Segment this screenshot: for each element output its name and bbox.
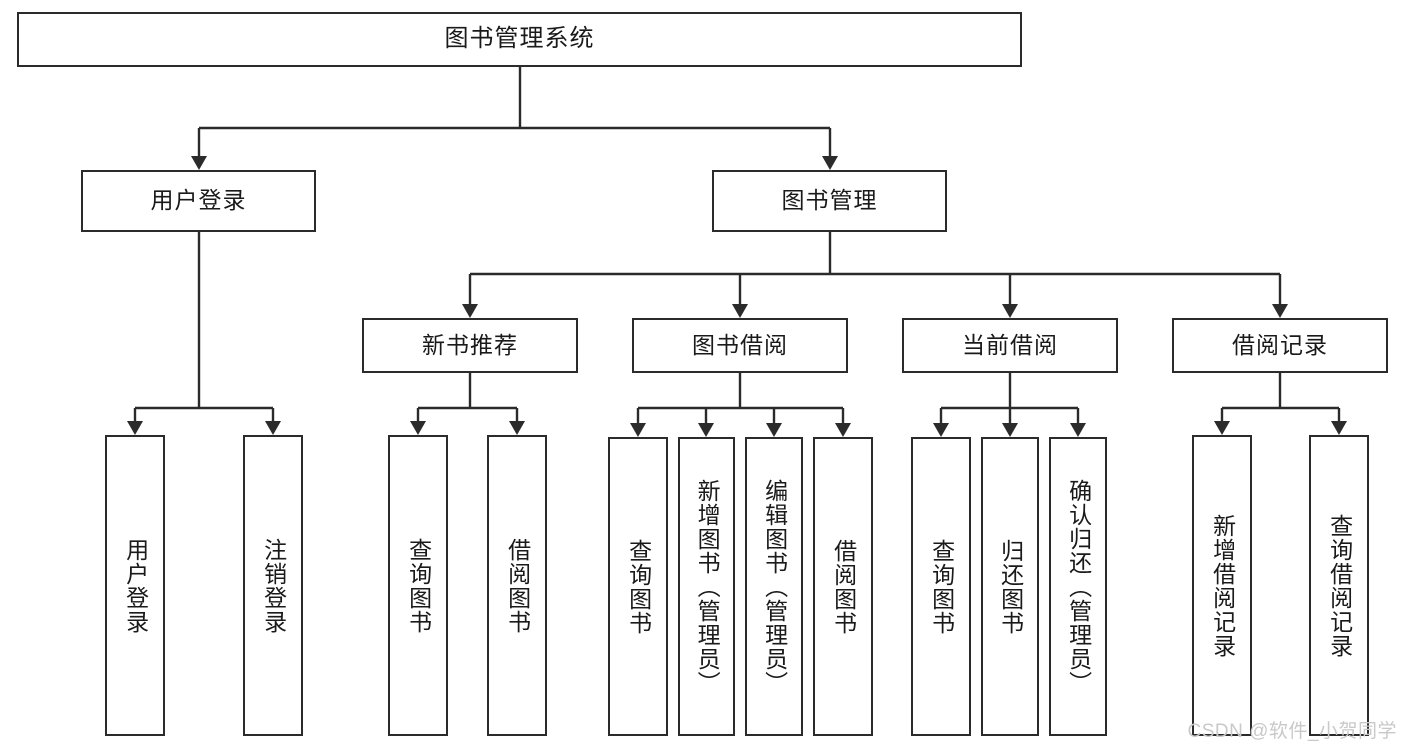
node-leaf-current-query-label: 查询图书 bbox=[928, 538, 955, 635]
node-new-book-recommend-label: 新书推荐 bbox=[422, 331, 518, 358]
node-leaf-current-return-label: 归还图书 bbox=[997, 538, 1024, 635]
node-user-login-label: 用户登录 bbox=[150, 187, 247, 214]
node-leaf-borrow-query-label: 查询图书 bbox=[625, 538, 652, 635]
node-leaf-borrow-add[interactable]: 新增图书（管理员） bbox=[678, 437, 735, 736]
node-root-label: 图书管理系统 bbox=[444, 25, 595, 53]
node-leaf-borrow-book-label: 借阅图书 bbox=[830, 538, 857, 635]
node-leaf-user-login[interactable]: 用户登录 bbox=[105, 435, 165, 736]
node-leaf-borrow-book[interactable]: 借阅图书 bbox=[813, 437, 873, 736]
node-current-borrow-label: 当前借阅 bbox=[962, 331, 1058, 358]
node-book-borrow[interactable]: 图书借阅 bbox=[632, 318, 848, 373]
node-leaf-current-confirm-return[interactable]: 确认归还（管理员） bbox=[1049, 437, 1107, 736]
node-leaf-record-query[interactable]: 查询借阅记录 bbox=[1309, 435, 1369, 736]
node-current-borrow[interactable]: 当前借阅 bbox=[902, 318, 1118, 373]
node-leaf-newbook-query-label: 查询图书 bbox=[405, 537, 432, 634]
node-borrow-record[interactable]: 借阅记录 bbox=[1172, 318, 1388, 373]
node-leaf-newbook-borrow[interactable]: 借阅图书 bbox=[487, 435, 547, 736]
node-leaf-borrow-edit[interactable]: 编辑图书（管理员） bbox=[745, 437, 803, 736]
node-leaf-borrow-query[interactable]: 查询图书 bbox=[608, 437, 668, 736]
node-borrow-record-label: 借阅记录 bbox=[1232, 331, 1328, 358]
node-leaf-current-return[interactable]: 归还图书 bbox=[981, 437, 1039, 736]
node-leaf-record-add[interactable]: 新增借阅记录 bbox=[1192, 435, 1252, 736]
node-book-manage-label: 图书管理 bbox=[781, 187, 878, 214]
node-leaf-newbook-borrow-label: 借阅图书 bbox=[504, 537, 531, 634]
node-leaf-logout-label: 注销登录 bbox=[260, 537, 287, 634]
node-user-login[interactable]: 用户登录 bbox=[81, 170, 316, 232]
node-book-borrow-label: 图书借阅 bbox=[692, 331, 788, 358]
node-leaf-borrow-add-label: 新增图书（管理员） bbox=[694, 478, 721, 695]
node-leaf-record-add-label: 新增借阅记录 bbox=[1209, 513, 1236, 658]
node-leaf-logout[interactable]: 注销登录 bbox=[243, 435, 303, 736]
node-leaf-borrow-edit-label: 编辑图书（管理员） bbox=[761, 478, 788, 695]
node-leaf-newbook-query[interactable]: 查询图书 bbox=[388, 435, 448, 736]
node-book-manage[interactable]: 图书管理 bbox=[712, 170, 947, 232]
node-root-system[interactable]: 图书管理系统 bbox=[17, 12, 1022, 67]
node-leaf-record-query-label: 查询借阅记录 bbox=[1326, 513, 1353, 658]
node-leaf-current-query[interactable]: 查询图书 bbox=[911, 437, 971, 736]
node-leaf-current-confirm-return-label: 确认归还（管理员） bbox=[1065, 478, 1092, 695]
node-leaf-user-login-label: 用户登录 bbox=[122, 537, 149, 634]
node-new-book-recommend[interactable]: 新书推荐 bbox=[362, 318, 578, 373]
